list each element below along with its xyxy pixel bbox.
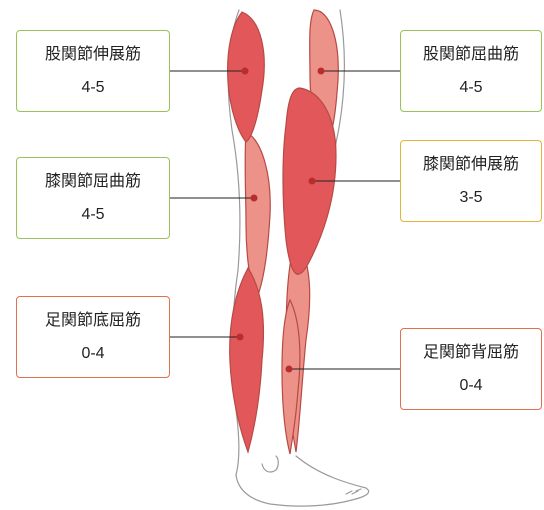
label-ankle-plantar-flexor: 足関節底屈筋 0-4 [16,296,170,378]
label-ankle-dorsiflexor-name: 足関節背屈筋 [422,342,519,361]
tibialis-anterior-shape [281,298,301,455]
dot-knee-flexor [250,194,258,202]
label-ankle-plantar-flexor-value: 0-4 [81,345,105,362]
dot-ankle-plantar-flexor [236,333,244,341]
dot-knee-extensor [308,177,316,185]
label-hip-flexor-name: 股関節屈曲筋 [422,44,519,63]
dot-ankle-dorsiflexor [285,365,293,373]
gluteus-maximus-shape [227,11,265,143]
label-hip-flexor: 股関節屈曲筋 4-5 [400,30,542,112]
muscle-dots [236,67,325,373]
label-knee-flexor-name: 膝関節屈曲筋 [44,171,141,190]
label-knee-flexor-value: 4-5 [81,206,105,223]
label-knee-extensor-value: 3-5 [459,189,483,206]
label-ankle-plantar-flexor-name: 足関節底屈筋 [44,310,141,329]
label-hip-extensor-name: 股関節伸展筋 [44,44,141,63]
dot-hip-extensor [241,67,249,75]
label-hip-extensor-value: 4-5 [81,79,105,96]
label-knee-flexor: 膝関節屈曲筋 4-5 [16,157,170,239]
leader-lines [170,70,400,370]
gastrocnemius-shape [229,266,265,454]
label-ankle-dorsiflexor: 足関節背屈筋 0-4 [400,328,542,410]
label-ankle-dorsiflexor-value: 0-4 [459,377,483,394]
dot-hip-flexor [317,67,325,75]
label-knee-extensor-name: 膝関節伸展筋 [422,154,519,173]
label-hip-flexor-value: 4-5 [459,79,483,96]
label-knee-extensor: 膝関節伸展筋 3-5 [400,140,542,222]
label-hip-extensor: 股関節伸展筋 4-5 [16,30,170,112]
